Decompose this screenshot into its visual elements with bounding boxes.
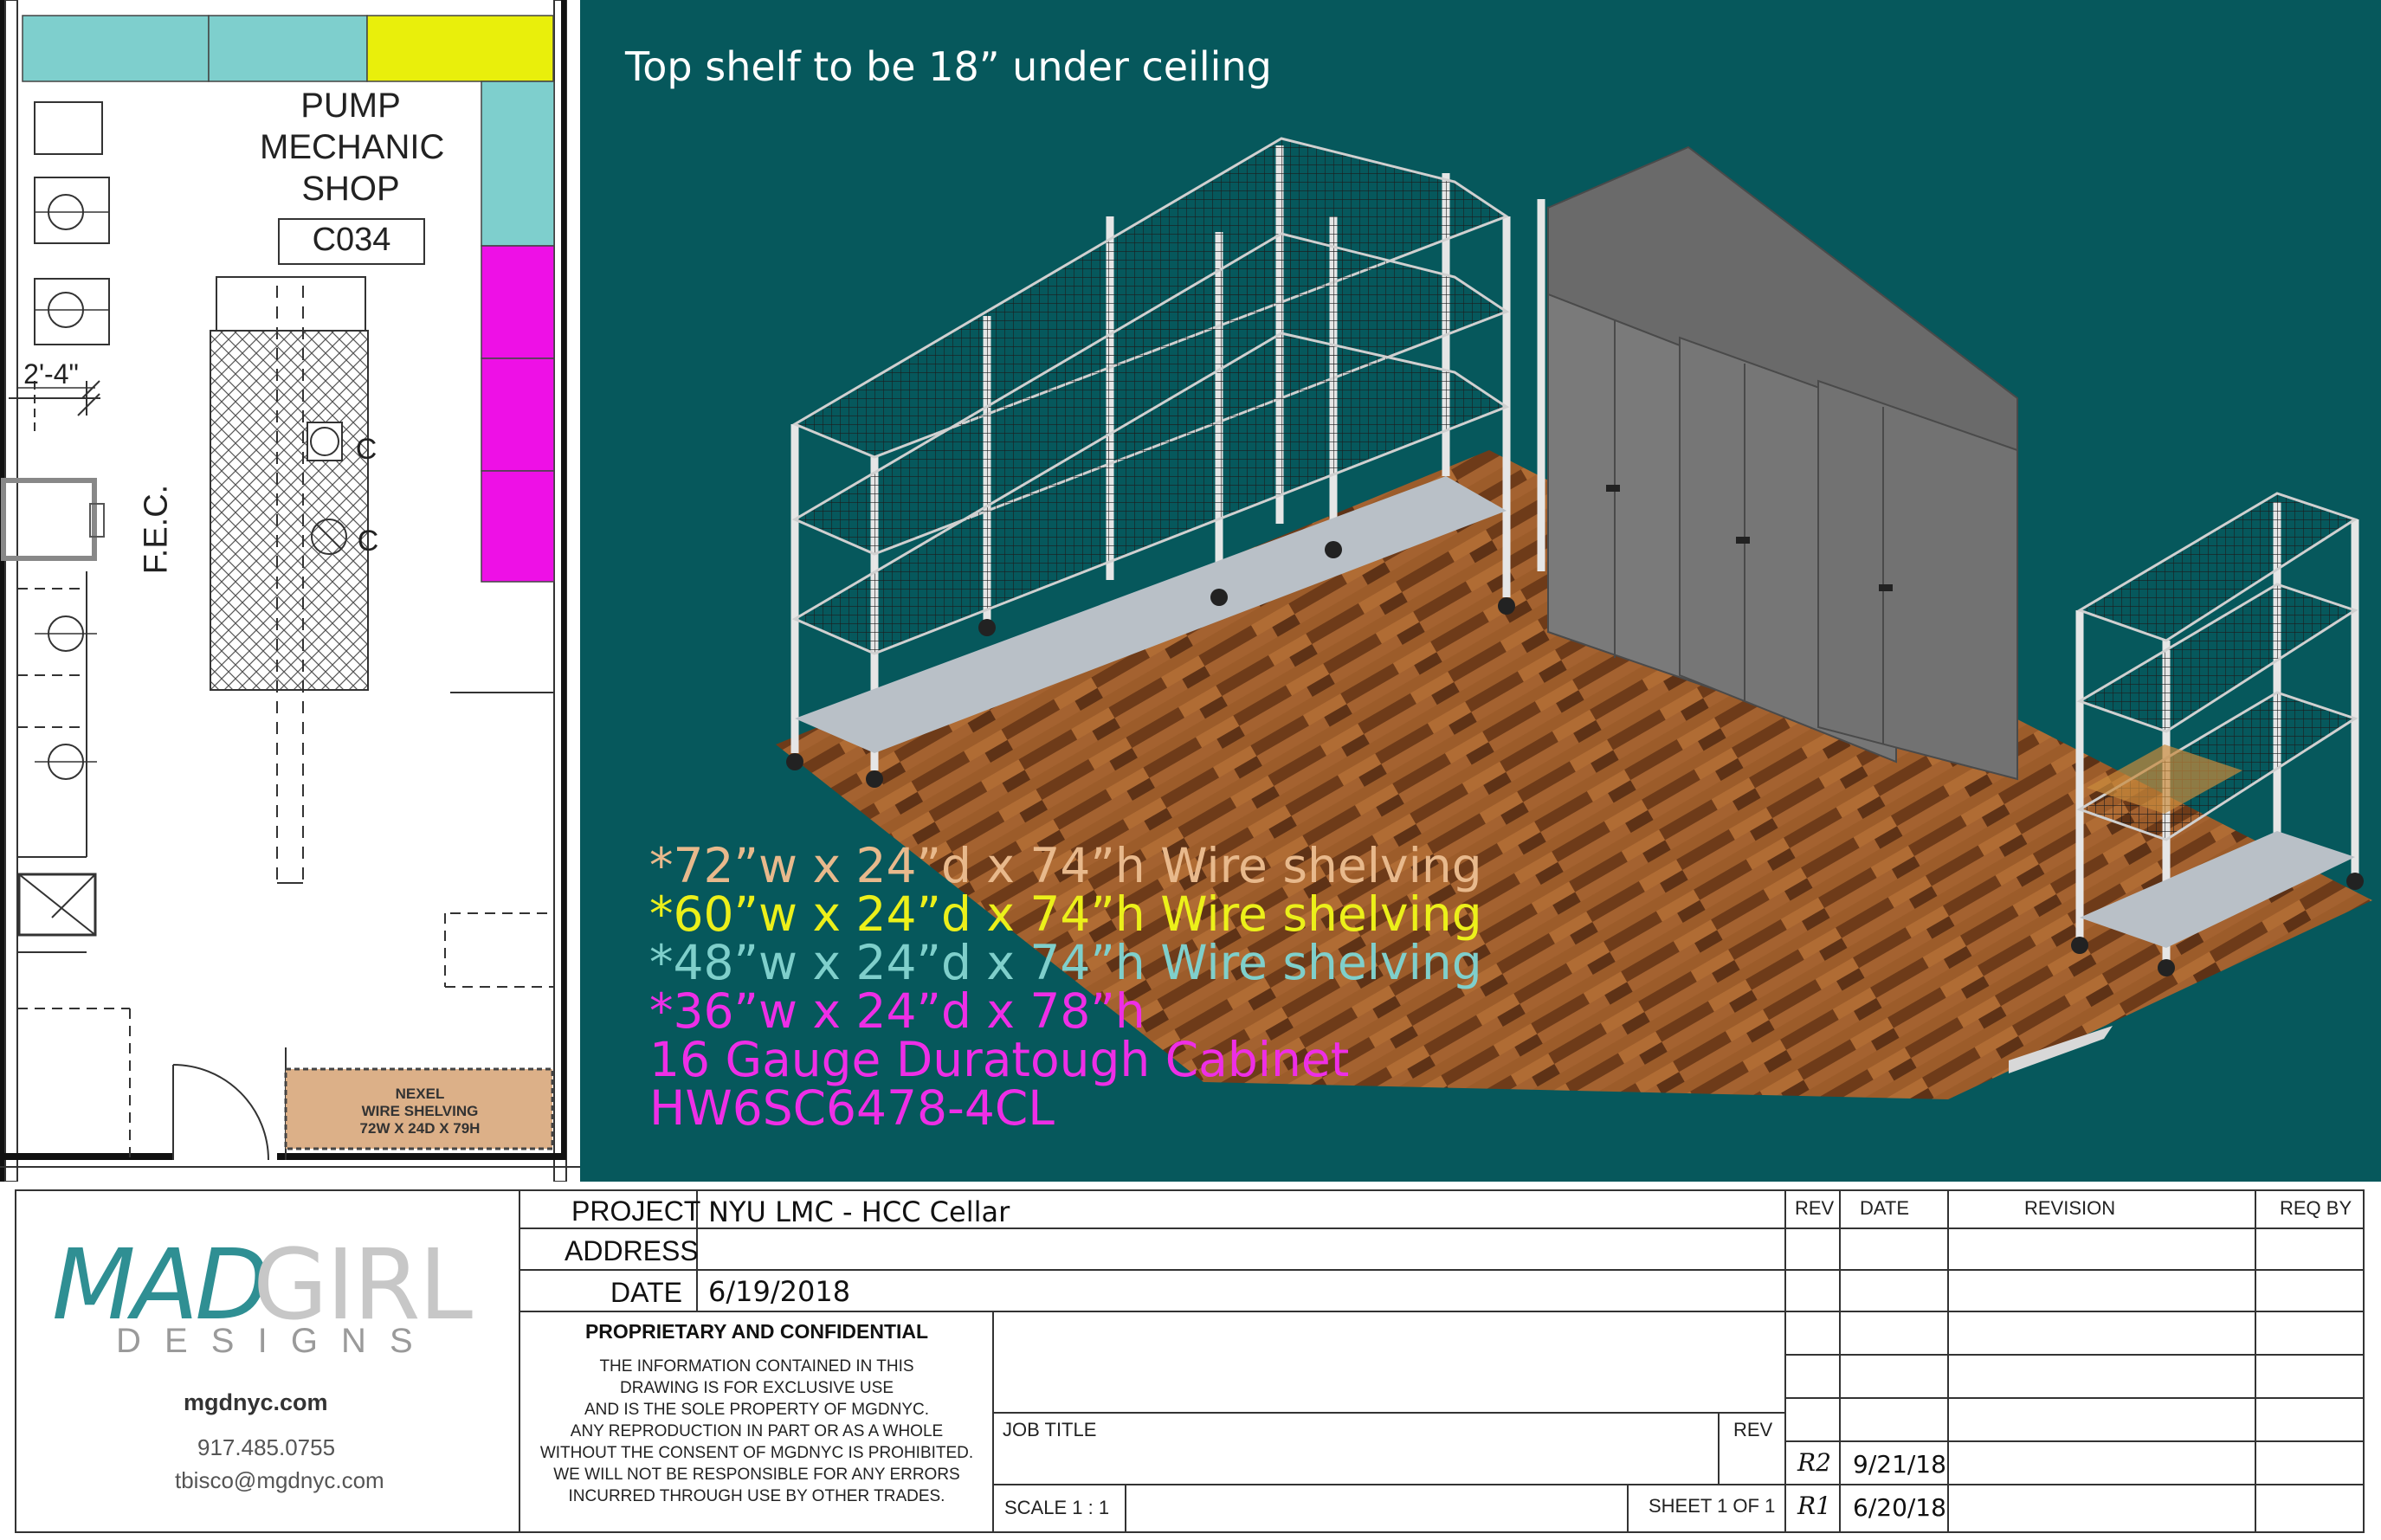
date-label: DATE <box>610 1277 682 1308</box>
plan-island <box>210 330 369 691</box>
shelving-legend: *72”w x 24”d x 74”h Wire shelving *60”w … <box>649 841 1482 1132</box>
plan-sink <box>17 873 97 937</box>
plan-shelf-yellow <box>366 15 554 82</box>
plan-fec-cabinet <box>1 478 97 561</box>
title-block-grid <box>15 1189 2365 1533</box>
legend-item-cabinet: 16 Gauge Duratough Cabinet <box>649 1032 1350 1087</box>
legend-item-48w: *48”w x 24”d x 74”h Wire shelving <box>649 935 1482 990</box>
c-label-2: C <box>357 525 379 557</box>
address-label: ADDRESS <box>565 1235 699 1266</box>
req-by-header: REQ BY <box>2280 1197 2352 1219</box>
room-name-line-3: SHOP <box>301 170 400 208</box>
floor-plan: PUMP MECHANIC SHOP C034 2'-4" F.E.C. C C… <box>0 0 580 1182</box>
confidential-line-7: INCURRED THROUGH USE BY OTHER TRADES. <box>568 1487 945 1505</box>
casters-right <box>2071 873 2364 976</box>
room-name: PUMP MECHANIC SHOP <box>260 85 445 209</box>
plan-door-swing <box>172 1064 269 1161</box>
plan-nexel-shelving <box>284 1067 554 1150</box>
cabinet-front-3 <box>1817 379 2018 781</box>
plan-cabinet-1 <box>481 245 555 359</box>
revision-row-1-rev: R2 <box>1797 1448 1831 1477</box>
cabinet-handles <box>1606 485 1893 591</box>
left-wall-inner <box>4 0 18 1182</box>
revision-row-2-date: 6/20/18 <box>1853 1493 1946 1522</box>
room-number-box <box>278 218 425 265</box>
c-label-1: C <box>355 433 377 466</box>
room-name-line-2: MECHANIC <box>260 128 445 166</box>
nexel-tag-line-3: 72W X 24D X 79H <box>359 1120 481 1137</box>
legend-item-60w: *60”w x 24”d x 74”h Wire shelving <box>649 886 1482 942</box>
rev-header: REV <box>1795 1197 1835 1219</box>
bottom-wall-left <box>0 1153 173 1160</box>
revision-header: REVISION <box>2024 1197 2116 1219</box>
legend-item-model: HW6SC6478-4CL <box>649 1080 1055 1136</box>
date-header: DATE <box>1860 1197 1910 1219</box>
confidential-line-6: WE WILL NOT BE RESPONSIBLE FOR ANY ERROR… <box>553 1466 960 1484</box>
room-name-line-1: PUMP <box>300 87 401 125</box>
shelf-base-right <box>2080 831 2355 948</box>
render-scene <box>776 137 2372 1099</box>
scale-label: SCALE 1 : 1 <box>1004 1497 1110 1518</box>
confidential-line-1: THE INFORMATION CONTAINED IN THIS <box>599 1357 914 1376</box>
left-wall <box>0 0 5 1182</box>
plan-fixture-2 <box>34 177 110 244</box>
logo-girl: GIRL <box>253 1229 473 1342</box>
logo-designs: D E S I G N S <box>116 1322 420 1360</box>
fec-label: F.E.C. <box>138 484 175 575</box>
confidential-title: PROPRIETARY AND CONFIDENTIAL <box>584 1320 929 1343</box>
floor-threshold <box>2009 1026 2113 1073</box>
confidential-notice: PROPRIETARY AND CONFIDENTIAL THE INFORMA… <box>523 1320 990 1507</box>
orange-mesh-panel <box>2087 744 2242 814</box>
plan-cabinet-2 <box>481 358 555 472</box>
job-rev-label: REV <box>1733 1419 1773 1440</box>
nexel-tag-line-2: WIRE SHELVING <box>361 1103 479 1119</box>
confidential-line-2: DRAWING IS FOR EXCLUSIVE USE <box>619 1379 894 1397</box>
plan-cabinet-3 <box>481 470 555 583</box>
cabinets <box>1547 145 2018 781</box>
confidential-line-4: ANY REPRODUCTION IN PART OR AS A WHOLE <box>570 1422 944 1440</box>
plan-shelf-teal-right <box>481 81 555 247</box>
plan-shelf-teal-2 <box>208 15 368 82</box>
plan-shelf-teal-1 <box>22 15 210 82</box>
room-number: C034 <box>312 222 391 258</box>
company-phone: 917.485.0755 <box>197 1434 336 1460</box>
title-block: MAD GIRL D E S I G N S mgdnyc.com 917.48… <box>0 1182 2381 1540</box>
project-value: NYU LMC - HCC Cellar <box>708 1195 1010 1228</box>
date-value: 6/19/2018 <box>708 1275 851 1308</box>
logo-mad: MAD <box>52 1229 269 1342</box>
nexel-tag-line-1: NEXEL <box>395 1086 445 1102</box>
ceiling-note: Top shelf to be 18” under ceiling <box>625 43 1272 90</box>
confidential-line-3: AND IS THE SOLE PROPERTY OF MGDNYC. <box>584 1401 930 1419</box>
dimension-label: 2'-4" <box>23 358 79 390</box>
revision-row-1-date: 9/21/18 <box>1853 1450 1946 1479</box>
plan-fixture-1 <box>34 101 103 155</box>
sheet-label: SHEET 1 OF 1 <box>1649 1495 1776 1517</box>
company-website[interactable]: mgdnyc.com <box>184 1389 328 1415</box>
casters-left <box>786 541 1515 788</box>
wire-shelves-left <box>791 137 1510 655</box>
project-label: PROJECT <box>571 1195 701 1227</box>
company-email[interactable]: tbisco@mgdnyc.com <box>175 1467 384 1493</box>
nexel-tag: NEXEL WIRE SHELVING 72W X 24D X 79H <box>329 1086 511 1137</box>
floor-plan-drawing <box>0 0 580 1182</box>
3d-render: Top shelf to be 18” under ceiling *72”w … <box>580 0 2381 1182</box>
bottom-wall-right <box>277 1153 563 1160</box>
job-title-label: JOB TITLE <box>1003 1419 1097 1440</box>
confidential-line-5: WITHOUT THE CONSENT OF MGDNYC IS PROHIBI… <box>539 1444 974 1462</box>
plan-island-top <box>216 276 366 332</box>
legend-item-72w: *72”w x 24”d x 74”h Wire shelving <box>649 838 1482 893</box>
legend-item-36w: *36”w x 24”d x 78”h <box>649 983 1145 1039</box>
revision-row-2-rev: R1 <box>1797 1492 1831 1520</box>
plan-fixture-3 <box>34 278 110 345</box>
